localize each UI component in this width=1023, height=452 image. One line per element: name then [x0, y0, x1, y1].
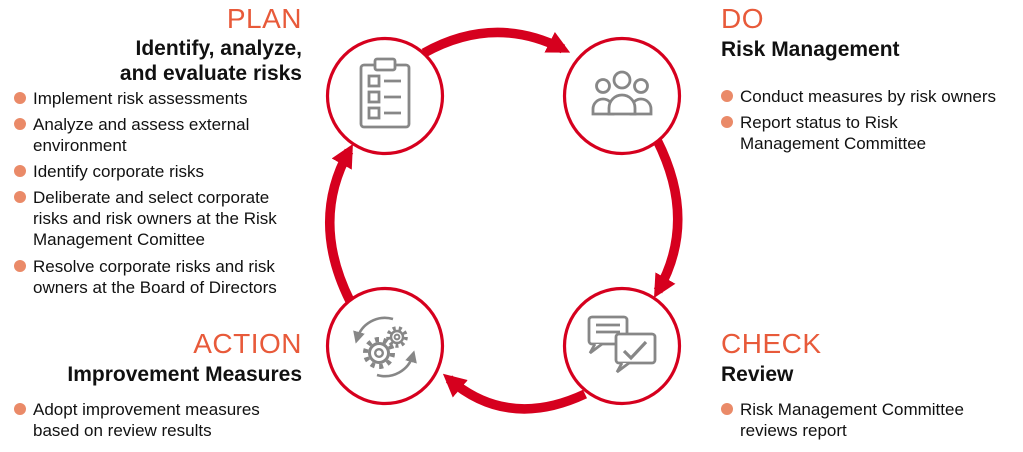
do-bullet-list: Conduct measures by risk owners Report s…: [721, 86, 1021, 154]
arrow-do-to-check: [652, 137, 683, 298]
bullet-icon: [14, 403, 26, 415]
chat-bubble-check: [614, 332, 657, 374]
clipboard-icon: [359, 57, 411, 129]
list-item: Conduct measures by risk owners: [721, 86, 1021, 107]
bullet-icon: [14, 191, 26, 204]
gear-small: [386, 326, 408, 348]
check-section: CHECK Review Risk Management Committee r…: [721, 328, 1021, 441]
check-subtitle: Review: [721, 362, 794, 386]
action-heading: ACTION: [193, 328, 302, 359]
gear-arc-top: [353, 316, 394, 344]
chat-review-icon: [587, 315, 657, 374]
bullet-icon: [14, 92, 26, 104]
list-item: Implement risk assessments: [14, 88, 314, 109]
list-item: Analyze and assess external environment: [14, 114, 314, 156]
gear-large: [363, 337, 395, 369]
list-item: Adopt improvement measures based on revi…: [14, 399, 314, 441]
bullet-icon: [721, 115, 733, 128]
plan-bullet-list: Implement risk assessments Analyze and a…: [14, 88, 314, 298]
plan-section-header: PLAN Identify, analyze, and evaluate ris…: [0, 3, 302, 86]
bullet-text: Adopt improvement measures based on revi…: [33, 400, 260, 441]
gears-cycle-icon: [353, 316, 417, 378]
action-section-header: ACTION Improvement Measures: [0, 328, 302, 388]
bullet-text: Conduct measures by risk owners: [740, 86, 997, 106]
bullet-icon: [721, 402, 733, 415]
people-icon: [591, 70, 653, 116]
gear-arc-bottom: [376, 350, 417, 378]
plan-subtitle: Identify, analyze, and evaluate risks: [119, 36, 302, 85]
bullet-text: Report status to Risk Management Committ…: [740, 112, 927, 153]
do-subtitle: Risk Management: [721, 37, 900, 61]
list-item: Resolve corporate risks and risk owners …: [14, 256, 314, 298]
bullet-text: Resolve corporate risks and risk owners …: [33, 256, 277, 297]
action-bullet-list: Adopt improvement measures based on revi…: [14, 399, 314, 441]
check-bullet-list: Risk Management Committee reviews report: [721, 399, 1021, 441]
bullet-icon: [14, 118, 26, 131]
arrow-plan-to-do: [421, 27, 571, 58]
action-subtitle: Improvement Measures: [67, 362, 302, 386]
list-item: Report status to Risk Management Committ…: [721, 112, 1021, 154]
check-heading: CHECK: [721, 328, 822, 359]
list-item: Deliberate and select corporate risks an…: [14, 187, 314, 250]
list-item: Identify corporate risks: [14, 161, 314, 182]
bullet-icon: [14, 259, 26, 272]
bullet-text: Implement risk assessments: [33, 89, 248, 108]
do-section: DO Risk Management Conduct measures by r…: [721, 3, 1021, 154]
bullet-text: Risk Management Committee reviews report: [740, 399, 964, 440]
bullet-text: Analyze and assess external environment: [33, 115, 250, 156]
list-item: Risk Management Committee reviews report: [721, 399, 1021, 441]
bullet-icon: [14, 165, 26, 178]
bullet-icon: [721, 89, 733, 102]
cycle-arrows: [325, 27, 683, 414]
bullet-text: Deliberate and select corporate risks an…: [33, 188, 277, 250]
arrow-check-to-action: [442, 373, 588, 414]
plan-heading: PLAN: [226, 3, 302, 34]
arrow-action-to-plan: [325, 143, 355, 304]
do-heading: DO: [721, 3, 764, 34]
bullet-text: Identify corporate risks: [33, 162, 205, 182]
